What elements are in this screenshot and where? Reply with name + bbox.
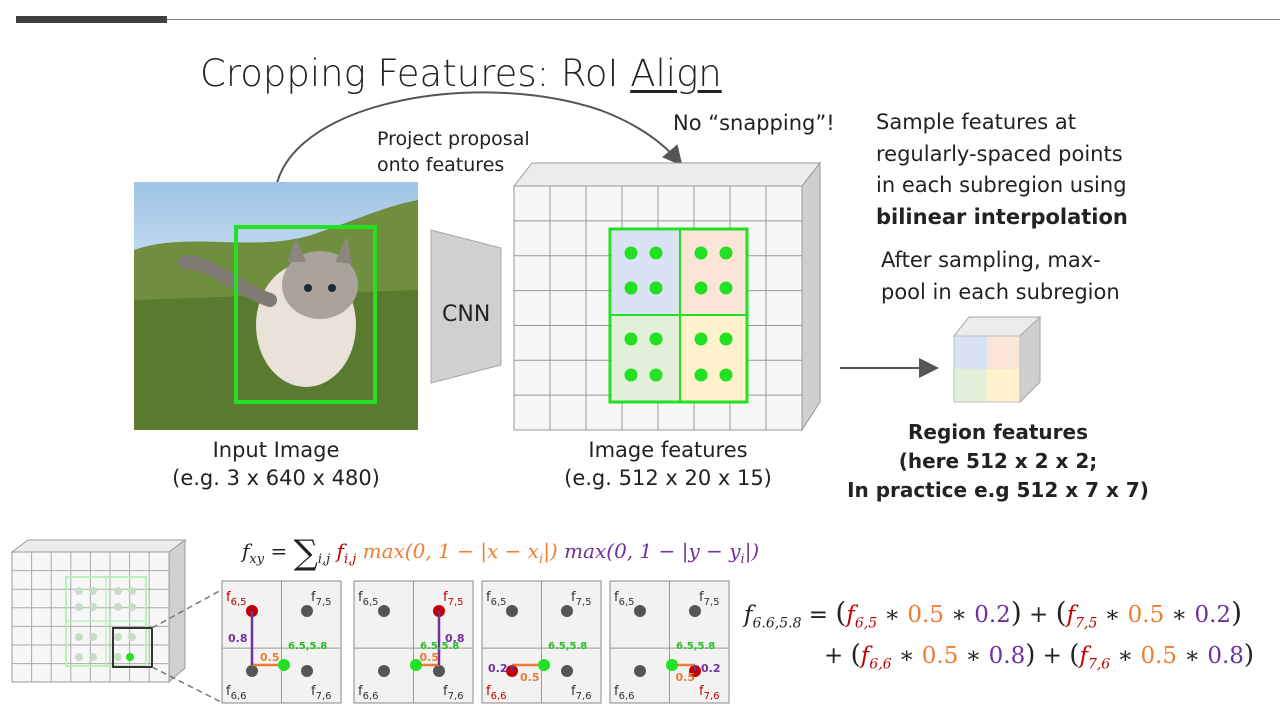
cnn-block [430, 229, 502, 384]
slide-title: Cropping Features: RoI Align [200, 52, 722, 95]
sample-point [719, 332, 733, 346]
cnn-label: CNN [442, 302, 491, 327]
interpolated-point [666, 659, 678, 671]
grid-point [378, 605, 390, 617]
image-features-caption: Image features(e.g. 512 x 20 x 15) [564, 438, 772, 490]
svg-text:0.8: 0.8 [228, 632, 248, 645]
thumbnail-feature-map [10, 539, 224, 704]
svg-text:6.5,5.8: 6.5,5.8 [288, 641, 327, 652]
svg-text:0.5: 0.5 [676, 671, 696, 684]
svg-text:6.5,5.8: 6.5,5.8 [548, 641, 587, 652]
grid-point [246, 665, 258, 677]
region-cube [952, 315, 1042, 404]
sample-point [719, 246, 733, 260]
sample-point [649, 332, 663, 346]
sample-description: Sample features at regularly-spaced poin… [876, 110, 1128, 229]
sample-point [624, 246, 638, 260]
sample-point [694, 368, 708, 382]
grid-point [561, 605, 573, 617]
sample-point [694, 332, 708, 346]
no-snapping-label: No “snapping”! [673, 111, 835, 135]
kitten-head [282, 251, 358, 319]
projection-arrow [276, 91, 683, 184]
svg-text:0.5: 0.5 [260, 651, 280, 664]
sample-point [719, 368, 733, 382]
equation-line-2: + (f6,6 ∗ 0.5 ∗ 0.8) + (f7,6 ∗ 0.5 ∗ 0.8… [824, 639, 1255, 673]
sample-point [624, 281, 638, 295]
weighted-sum-equation: f6.6,5.8 = (f6,5 ∗ 0.5 ∗ 0.2) + (f7,5 ∗ … [744, 596, 1254, 672]
grid-point [689, 605, 701, 617]
sample-point [649, 246, 663, 260]
top-bar-dark [16, 16, 167, 23]
sample-point [624, 368, 638, 382]
grid-point [301, 665, 313, 677]
svg-text:6.5,5.8: 6.5,5.8 [420, 641, 459, 652]
proposal-box [234, 225, 377, 404]
sample-point [694, 246, 708, 260]
grid-point [634, 665, 646, 677]
input-image [134, 182, 418, 430]
region-features-caption: Region features (here 512 x 2 x 2; In pr… [847, 420, 1149, 502]
svg-text:0.5: 0.5 [520, 671, 540, 684]
input-image-caption: Input Image(e.g. 3 x 640 x 480) [172, 438, 380, 490]
sample-point [694, 281, 708, 295]
interpolated-point [410, 659, 422, 671]
interpolated-point [538, 659, 550, 671]
after-sampling-description: After sampling, max- pool in each subreg… [881, 248, 1120, 304]
sample-point [649, 281, 663, 295]
svg-text:0.2: 0.2 [701, 662, 721, 675]
svg-text:6.5,5.8: 6.5,5.8 [676, 641, 715, 652]
top-bar-line [167, 19, 1280, 20]
thumbnail-highlight [112, 627, 153, 668]
grid-point [634, 605, 646, 617]
grid-point [506, 605, 518, 617]
grid-point [433, 665, 445, 677]
grid-point [561, 665, 573, 677]
sample-point [624, 332, 638, 346]
sample-point [719, 281, 733, 295]
svg-text:0.8: 0.8 [445, 632, 465, 645]
svg-text:0.2: 0.2 [488, 662, 508, 675]
svg-text:0.5: 0.5 [420, 651, 440, 664]
equation-line-1: f6.6,5.8 = (f6,5 ∗ 0.5 ∗ 0.2) + (f7,5 ∗ … [744, 596, 1242, 632]
grid-point [301, 605, 313, 617]
grid-point [378, 665, 390, 677]
interpolated-point [278, 659, 290, 671]
feature-map [512, 161, 822, 432]
sample-point [649, 368, 663, 382]
bilinear-formula: fxy = ∑i,j fi,j max(0, 1 − |x − xi|) max… [242, 533, 760, 573]
